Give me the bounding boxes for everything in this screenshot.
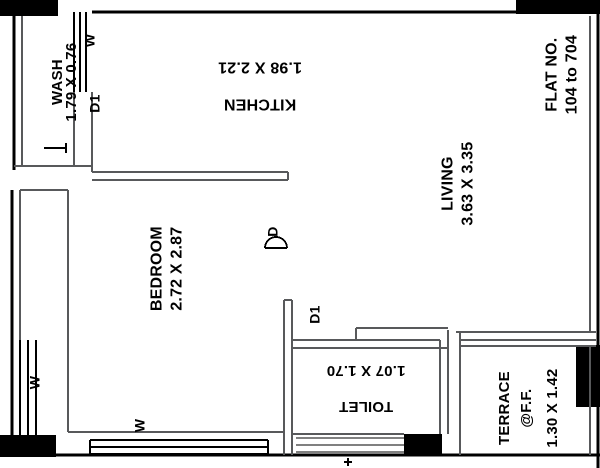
window-bedroom-bottom-glyph (89, 439, 269, 455)
flat-number-value: 104 to 704 (563, 34, 581, 115)
room-sub-terrace: @F.F. (517, 388, 535, 428)
column-bottom-right (576, 345, 600, 407)
opening-label-window-bedroom-bottom: W (131, 418, 148, 433)
toilet-opening-glyph (296, 437, 404, 453)
column-bottom-mid (404, 434, 442, 456)
room-name-bedroom: BEDROOM (148, 226, 166, 312)
room-dimensions-kitchen: 1.98 X 2.21 (217, 58, 303, 76)
room-name-terrace: TERRACE (495, 371, 513, 446)
room-dimensions-toilet: 1.07 X 1.70 (326, 362, 406, 380)
column-top-left (0, 0, 58, 16)
window-wash-top-glyph (73, 12, 87, 92)
door-bedroom-glyph (264, 236, 288, 249)
door-kitchen-wash-glyph (44, 143, 67, 153)
structural-columns (0, 0, 600, 457)
flat-number-label: FLAT NO. (543, 37, 561, 112)
opening-label-window-wash-top: W (81, 33, 98, 48)
toilet-walls (292, 327, 449, 435)
window-bedroom-left-glyph (11, 340, 37, 435)
column-bottom-left (0, 435, 56, 457)
kitchen-walls (74, 92, 289, 181)
toilet-door-leaf-glyph (344, 458, 352, 466)
room-dimensions-bedroom: 2.72 X 2.87 (168, 226, 186, 311)
living-walls (456, 16, 591, 333)
opening-label-door-toilet: D1 (306, 305, 323, 324)
opening-label-door-bedroom: D (264, 226, 281, 237)
room-name-kitchen: KITCHEN (223, 95, 297, 113)
opening-label-window-bedroom-left: W (26, 375, 43, 390)
bedroom-walls (19, 189, 293, 455)
opening-label-door-kitchen-wash: D1 (86, 94, 103, 113)
room-dimensions-terrace: 1.30 X 1.42 (543, 368, 561, 448)
column-top-right (516, 0, 600, 14)
terrace-walls (459, 331, 596, 455)
room-dimensions-living: 3.63 X 3.35 (459, 141, 477, 226)
room-dimensions-wash: 1.79 X 0.76 (62, 42, 80, 122)
room-name-living: LIVING (439, 156, 457, 211)
room-name-toilet: TOILET (338, 398, 394, 416)
